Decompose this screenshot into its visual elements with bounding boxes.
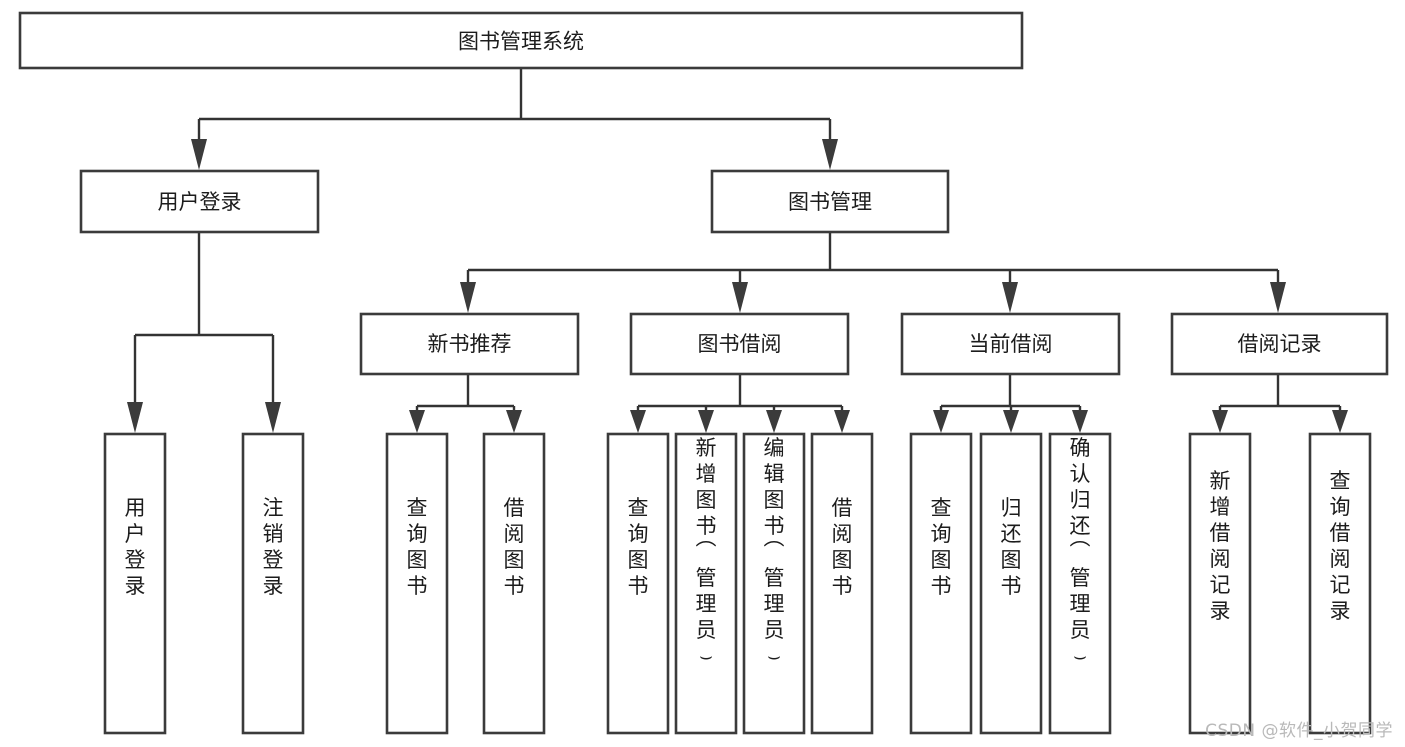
node-book-management[interactable]: 图书管理 bbox=[710, 169, 950, 234]
node-user-login-box[interactable] bbox=[79, 169, 320, 234]
node-leaf-borrow-book-label: 借阅图书 bbox=[832, 496, 853, 598]
connector-group-user bbox=[127, 232, 281, 433]
node-user-login[interactable]: 用户登录 bbox=[79, 169, 320, 234]
node-leaf-borrow-book-new[interactable]: 借阅图书 bbox=[482, 432, 546, 735]
node-book-borrow-box[interactable] bbox=[629, 312, 850, 376]
node-leaf-user-login-label: 用户登录 bbox=[125, 496, 146, 598]
node-leaf-query-record[interactable]: 查询借阅记录 bbox=[1308, 432, 1372, 735]
node-user-login-label: 用户登录 bbox=[158, 190, 242, 214]
arrow-head-to-borrow-book-new bbox=[506, 410, 522, 433]
arrow-head-to-new bbox=[460, 282, 476, 313]
connector-group-root bbox=[191, 68, 838, 170]
arrow-head-to-login bbox=[127, 402, 143, 433]
node-root-box[interactable] bbox=[18, 11, 1024, 70]
csdn-watermark: CSDN @软件_小贺同学 bbox=[1205, 721, 1393, 741]
connector-group-record bbox=[1212, 374, 1348, 433]
node-leaf-logout-box[interactable] bbox=[241, 432, 305, 735]
node-current-borrow-label: 当前借阅 bbox=[969, 332, 1053, 356]
node-borrow-record[interactable]: 借阅记录 bbox=[1170, 312, 1389, 376]
arrow-head-to-book bbox=[822, 139, 838, 170]
arrow-head-to-add-record bbox=[1212, 410, 1228, 433]
node-new-book-recommend-label: 新书推荐 bbox=[428, 332, 512, 356]
node-leaf-add-record-box[interactable] bbox=[1188, 432, 1252, 735]
node-book-management-box[interactable] bbox=[710, 169, 950, 234]
node-leaf-return-book[interactable]: 归还图书 bbox=[979, 432, 1043, 735]
node-leaf-add-record-label: 新增借阅记录 bbox=[1210, 469, 1231, 623]
node-book-borrow-label: 图书借阅 bbox=[698, 332, 782, 356]
node-leaf-query-book-current-box[interactable] bbox=[909, 432, 973, 735]
arrow-head-to-user bbox=[191, 139, 207, 170]
arrow-head-to-return-book bbox=[1003, 410, 1019, 433]
node-leaf-user-login-box[interactable] bbox=[103, 432, 167, 735]
arrow-head-to-borrow bbox=[732, 282, 748, 313]
node-root-label: 图书管理系统 bbox=[458, 30, 584, 54]
connector-group-new bbox=[409, 374, 522, 433]
node-leaf-confirm-return-label: 确认归还⌒管理员⌣ bbox=[1070, 436, 1091, 668]
arrow-head-to-logout bbox=[265, 402, 281, 433]
node-leaf-user-login[interactable]: 用户登录 bbox=[103, 432, 167, 735]
node-leaf-add-book-label: 新增图书⌒管理员⌣ bbox=[696, 436, 717, 668]
node-leaf-confirm-return[interactable]: 确认归还⌒管理员⌣ bbox=[1048, 432, 1112, 735]
node-book-management-label: 图书管理 bbox=[788, 190, 872, 214]
node-leaf-edit-book-label: 编辑图书⌒管理员⌣ bbox=[764, 436, 785, 668]
node-leaf-borrow-book-new-box[interactable] bbox=[482, 432, 546, 735]
node-book-borrow[interactable]: 图书借阅 bbox=[629, 312, 850, 376]
node-leaf-query-book-new[interactable]: 查询图书 bbox=[385, 432, 449, 735]
arrow-head-to-edit-book bbox=[766, 410, 782, 433]
node-leaf-borrow-book-new-label: 借阅图书 bbox=[504, 496, 525, 598]
node-leaf-query-book-current[interactable]: 查询图书 bbox=[909, 432, 973, 735]
arrow-head-to-record bbox=[1270, 282, 1286, 313]
node-leaf-logout-label: 注销登录 bbox=[263, 496, 284, 598]
arrow-head-to-query-record bbox=[1332, 410, 1348, 433]
node-current-borrow-box[interactable] bbox=[900, 312, 1121, 376]
node-leaf-logout[interactable]: 注销登录 bbox=[241, 432, 305, 735]
node-leaf-query-record-box[interactable] bbox=[1308, 432, 1372, 735]
connector-group-current bbox=[933, 374, 1088, 433]
node-leaf-query-book-borrow[interactable]: 查询图书 bbox=[606, 432, 670, 735]
node-leaf-query-record-label: 查询借阅记录 bbox=[1330, 469, 1351, 623]
node-leaf-add-book[interactable]: 新增图书⌒管理员⌣ bbox=[674, 432, 738, 735]
arrow-head-to-current bbox=[1002, 282, 1018, 313]
node-leaf-query-book-new-box[interactable] bbox=[385, 432, 449, 735]
node-leaf-borrow-book[interactable]: 借阅图书 bbox=[810, 432, 874, 735]
node-root[interactable]: 图书管理系统 bbox=[18, 11, 1024, 70]
arrow-head-to-confirm-return bbox=[1072, 410, 1088, 433]
arrow-head-to-borrow-book bbox=[834, 410, 850, 433]
node-leaf-query-book-borrow-box[interactable] bbox=[606, 432, 670, 735]
connector-group-borrow bbox=[630, 374, 850, 433]
arrow-head-to-query-book-current bbox=[933, 410, 949, 433]
arrow-head-to-add-book bbox=[698, 410, 714, 433]
node-leaf-query-book-current-label: 查询图书 bbox=[931, 496, 952, 598]
node-leaf-add-record[interactable]: 新增借阅记录 bbox=[1188, 432, 1252, 735]
node-leaf-query-book-borrow-label: 查询图书 bbox=[628, 496, 649, 598]
node-borrow-record-label: 借阅记录 bbox=[1238, 332, 1322, 356]
node-leaf-return-book-label: 归还图书 bbox=[1001, 496, 1022, 598]
node-leaf-add-book-box[interactable] bbox=[674, 432, 738, 735]
node-new-book-recommend-box[interactable] bbox=[359, 312, 580, 376]
node-current-borrow[interactable]: 当前借阅 bbox=[900, 312, 1121, 376]
node-leaf-query-book-new-label: 查询图书 bbox=[407, 496, 428, 598]
node-leaf-edit-book[interactable]: 编辑图书⌒管理员⌣ bbox=[742, 432, 806, 735]
arrow-head-to-query-book-borrow bbox=[630, 410, 646, 433]
node-leaf-return-book-box[interactable] bbox=[979, 432, 1043, 735]
connector-group-book bbox=[460, 232, 1286, 313]
node-leaf-confirm-return-box[interactable] bbox=[1048, 432, 1112, 735]
arrow-head-to-query-book-new bbox=[409, 410, 425, 433]
node-borrow-record-box[interactable] bbox=[1170, 312, 1389, 376]
node-new-book-recommend[interactable]: 新书推荐 bbox=[359, 312, 580, 376]
node-leaf-edit-book-box[interactable] bbox=[742, 432, 806, 735]
node-leaf-borrow-book-box[interactable] bbox=[810, 432, 874, 735]
